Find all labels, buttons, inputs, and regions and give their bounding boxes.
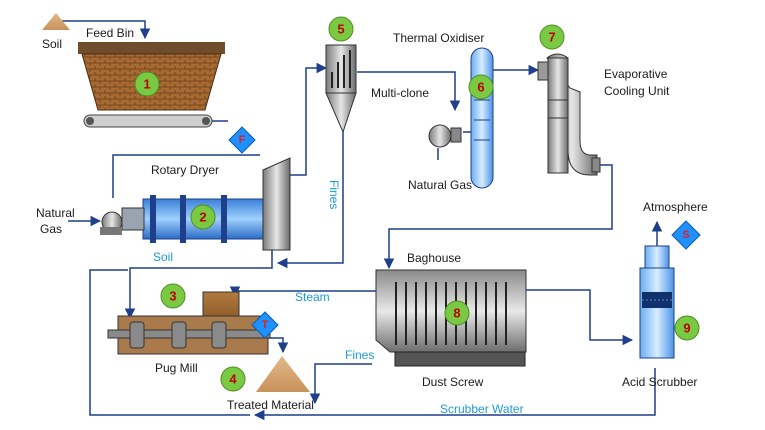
evaporative-label-2: Cooling Unit bbox=[604, 84, 670, 98]
fines-bottom-label: Fines bbox=[345, 348, 374, 362]
rotary-dryer-label: Rotary Dryer bbox=[151, 163, 219, 177]
multi-clone-label: Multi-clone bbox=[371, 86, 429, 100]
acid-scrubber-label: Acid Scrubber bbox=[622, 375, 697, 389]
natural-gas-left-label-1: Natural bbox=[36, 206, 75, 220]
pug-mill bbox=[107, 291, 271, 355]
stage-marker-1: 1 bbox=[134, 71, 160, 97]
stage-number-8: 8 bbox=[453, 306, 460, 321]
soil-discharge-label: Soil bbox=[153, 250, 173, 264]
natural-gas-center-label: Natural Gas bbox=[408, 178, 472, 192]
feed-bin-label: Feed Bin bbox=[86, 26, 134, 40]
thermal-oxidiser bbox=[470, 47, 494, 189]
stage-number-4: 4 bbox=[229, 372, 237, 387]
dust-screw-label: Dust Screw bbox=[422, 375, 484, 389]
stage-number-5: 5 bbox=[337, 22, 344, 37]
soil-feed-pile bbox=[42, 13, 70, 30]
stage-marker-7: 7 bbox=[539, 24, 565, 50]
natural-gas-left-label-2: Gas bbox=[40, 222, 62, 236]
acid-scrubber bbox=[639, 245, 675, 359]
atmosphere-label: Atmosphere bbox=[643, 200, 708, 214]
stage-marker-6: 6 bbox=[468, 74, 494, 100]
stage-number-6: 6 bbox=[477, 80, 484, 95]
sample-point-stack-letter: S bbox=[682, 229, 689, 241]
stage-number-9: 9 bbox=[683, 321, 690, 336]
fines-vertical-label: Fines bbox=[327, 180, 341, 209]
stage-marker-9: 9 bbox=[674, 315, 700, 341]
baghouse-label: Baghouse bbox=[407, 251, 461, 265]
stage-number-3: 3 bbox=[169, 289, 176, 304]
evaporative-label-1: Evaporative bbox=[604, 67, 668, 81]
steam-label: Steam bbox=[295, 290, 330, 304]
stage-marker-3: 3 bbox=[160, 283, 186, 309]
natural-gas-pump bbox=[428, 124, 462, 148]
treated-material-label: Treated Material bbox=[227, 398, 314, 412]
stage-number-2: 2 bbox=[199, 210, 206, 225]
sample-point-feed-letter: F bbox=[239, 134, 246, 146]
sample-point-feed: F bbox=[228, 126, 256, 154]
evaporative-cooling-unit bbox=[537, 53, 601, 176]
stage-marker-5: 5 bbox=[328, 16, 354, 42]
pug-mill-label: Pug Mill bbox=[155, 361, 198, 375]
sample-point-treated-letter: T bbox=[262, 319, 269, 331]
sample-point-treated: T bbox=[251, 311, 279, 339]
stage-number-1: 1 bbox=[143, 77, 150, 92]
stage-marker-4: 4 bbox=[220, 366, 246, 392]
dryer-burner-fan bbox=[100, 211, 123, 235]
sample-point-stack: S bbox=[671, 220, 701, 250]
flow-lines bbox=[60, 20, 663, 421]
multi-clone bbox=[325, 44, 357, 134]
stage-marker-2: 2 bbox=[190, 204, 216, 230]
treated-material-pile bbox=[256, 356, 310, 392]
stage-number-7: 7 bbox=[548, 30, 555, 45]
scrubber-water-label: Scrubber Water bbox=[440, 402, 524, 416]
stage-marker-8: 8 bbox=[444, 300, 470, 326]
soil-feed-label: Soil bbox=[42, 37, 62, 51]
thermal-oxidiser-label: Thermal Oxidiser bbox=[393, 31, 484, 45]
